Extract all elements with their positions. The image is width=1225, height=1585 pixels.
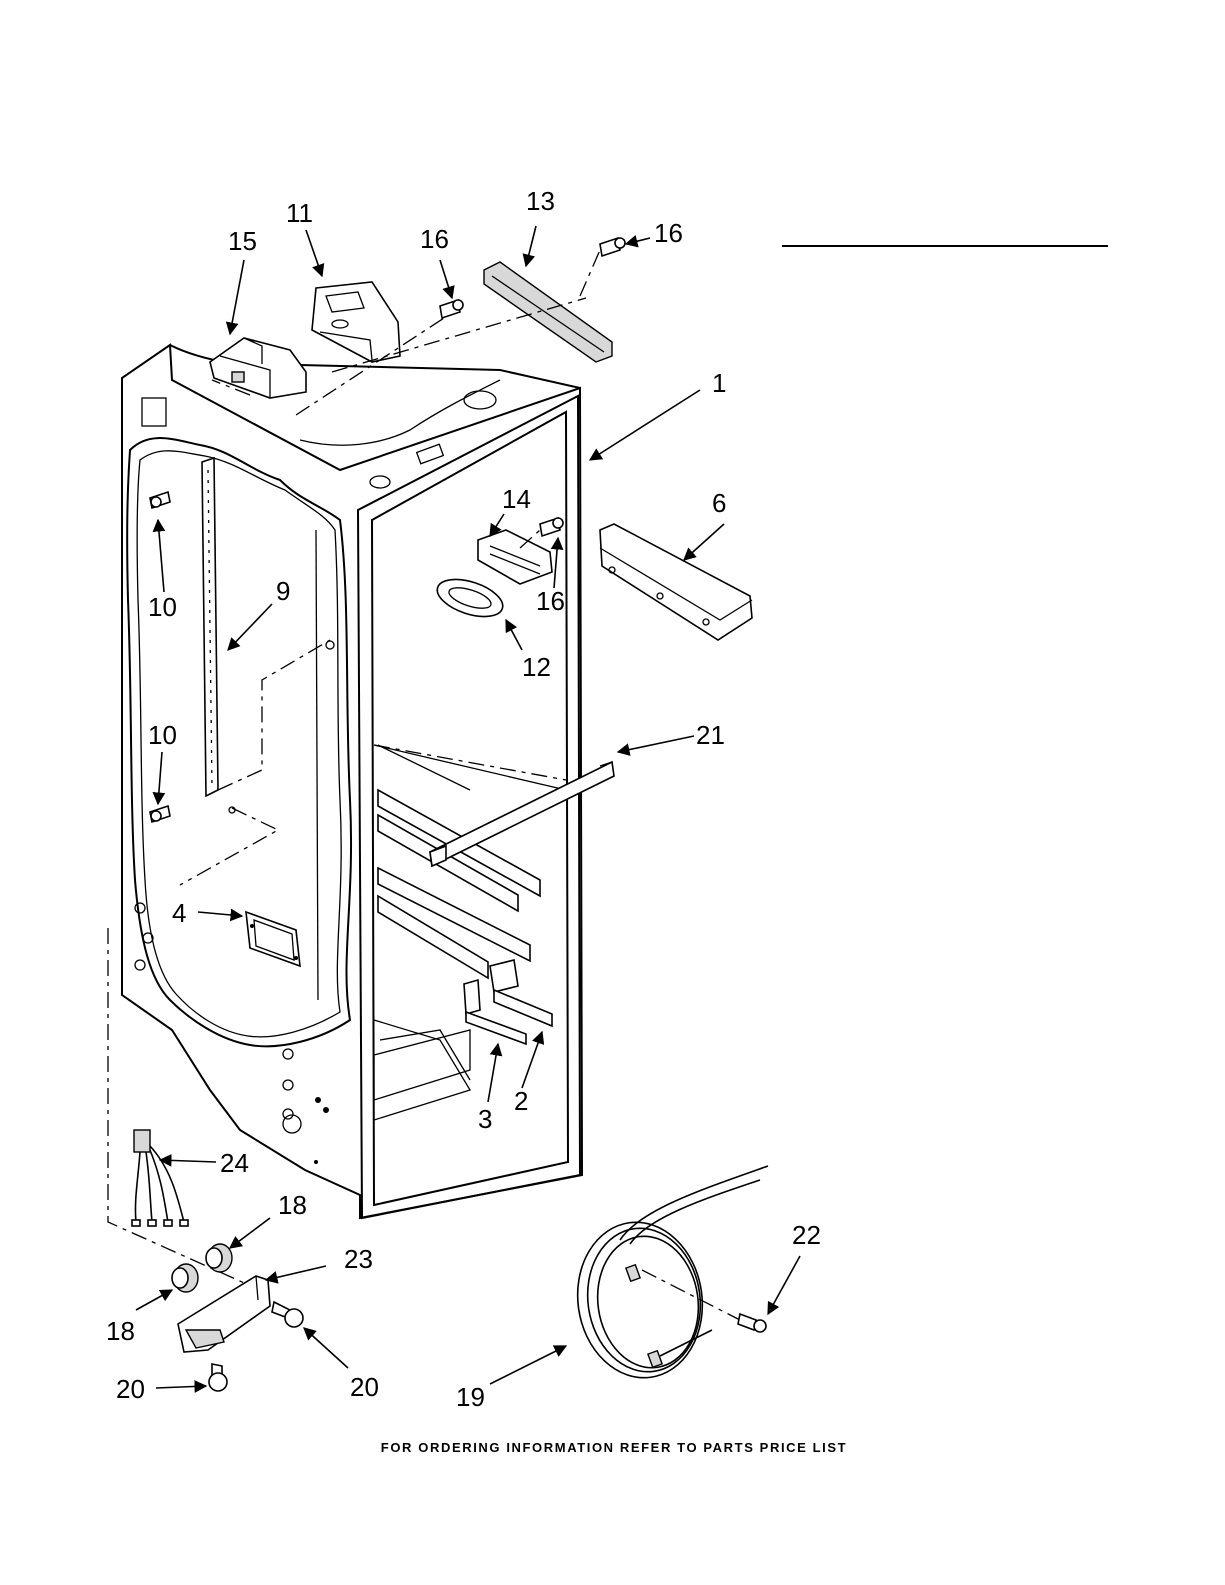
- callout-4: 4: [172, 898, 186, 928]
- part-22-screw: [738, 1314, 766, 1332]
- callout-2: 2: [514, 1086, 528, 1116]
- callout-18-upper: 18: [278, 1190, 307, 1220]
- part-16-screw-b: [600, 238, 625, 256]
- part-13-strip: [484, 262, 612, 362]
- cabinet-liner: [122, 345, 582, 1218]
- part-12-lens: [433, 572, 508, 623]
- part-19-tubing-coil: [568, 1166, 768, 1386]
- callout-19: 19: [456, 1382, 485, 1412]
- callout-16-right: 16: [654, 218, 683, 248]
- part-10-screw-lower: [150, 806, 170, 822]
- callout-14: 14: [502, 484, 531, 514]
- callout-16-middle: 16: [536, 586, 565, 616]
- callout-15: 15: [228, 226, 257, 256]
- callout-22: 22: [792, 1220, 821, 1250]
- part-14-cover: [478, 530, 552, 584]
- part-9-rail: [202, 458, 218, 796]
- callout-6: 6: [712, 488, 726, 518]
- callout-18-lower: 18: [106, 1316, 135, 1346]
- callout-1: 1: [712, 368, 726, 398]
- footer-note: FOR ORDERING INFORMATION REFER TO PARTS …: [381, 1440, 847, 1455]
- callout-16-left: 16: [420, 224, 449, 254]
- callout-20-right: 20: [350, 1372, 379, 1402]
- callout-9: 9: [276, 576, 290, 606]
- callout-10-lower: 10: [148, 720, 177, 750]
- callout-21: 21: [696, 720, 725, 750]
- callout-10-upper: 10: [148, 592, 177, 622]
- part-18-knob-upper: [206, 1244, 232, 1272]
- part-11-bracket: [312, 282, 400, 362]
- part-24-wire-harness: [132, 1130, 188, 1226]
- callout-13: 13: [526, 186, 555, 216]
- callout-23: 23: [344, 1244, 373, 1274]
- part-15-housing: [210, 338, 306, 398]
- shelf-rails: [374, 745, 566, 978]
- callout-24: 24: [220, 1148, 249, 1178]
- part-18-knob-lower: [172, 1264, 198, 1292]
- part-21-rail: [430, 762, 614, 866]
- part-20-fastener-left: [209, 1364, 227, 1391]
- callout-3: 3: [478, 1104, 492, 1134]
- part-16-screw-a: [440, 300, 463, 318]
- part-10-screw-upper: [150, 492, 170, 508]
- part-16-screw-c: [540, 518, 563, 536]
- part-6-channel: [600, 524, 752, 640]
- part-4-control-bracket: [246, 912, 300, 966]
- callout-11: 11: [286, 198, 313, 228]
- callout-leaders: [136, 226, 800, 1388]
- part-20-fastener-right: [272, 1302, 303, 1327]
- callout-12: 12: [522, 652, 551, 682]
- part-2-bracket: [490, 960, 552, 1026]
- callout-20-left: 20: [116, 1374, 145, 1404]
